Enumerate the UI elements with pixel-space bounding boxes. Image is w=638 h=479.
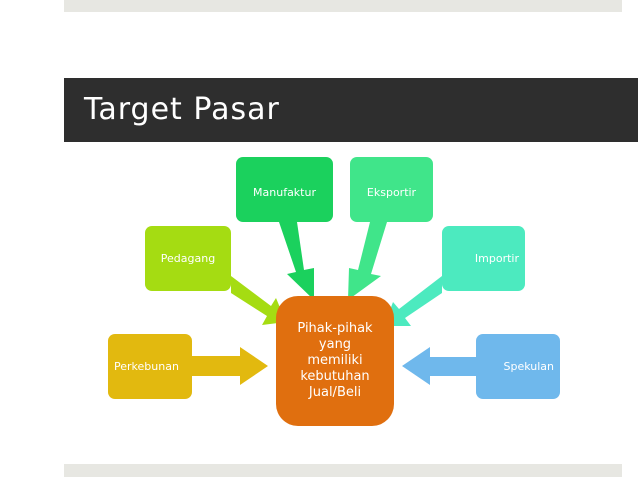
node-eksportir: Eksportir [350,157,433,222]
center-node-text: Pihak-pihak yang memiliki kebutuhan Jual… [297,321,372,401]
arrow-importir [384,276,442,326]
arrow-eksportir [348,222,387,300]
node-perkebunan: Perkebunan [108,334,192,399]
arrow-spekulan [402,347,476,385]
title-bar: Target Pasar [64,78,638,142]
bottom-decor-strip [64,464,622,477]
center-node: Pihak-pihak yang memiliki kebutuhan Jual… [276,296,394,426]
node-manufaktur-label: Manufaktur [253,186,316,199]
node-eksportir-label: Eksportir [366,186,417,199]
node-importir-label: Importir [474,252,519,265]
top-decor-strip [64,0,622,12]
center-line-1: Pihak-pihak [297,321,373,336]
center-line-5: Jual/Beli [308,385,362,400]
node-manufaktur: Manufaktur [236,157,333,222]
center-line-2: yang [318,337,352,352]
center-line-4: kebutuhan [300,369,370,384]
node-perkebunan-label: Perkebunan [114,360,179,373]
center-line-3: memiliki [307,353,363,368]
arrow-manufaktur [279,222,314,300]
arrow-perkebunan [192,347,268,385]
node-spekulan: Spekulan [476,334,560,399]
slide-title: Target Pasar [84,92,280,127]
node-importir: Importir [442,226,525,291]
node-pedagang-label: Pedagang [160,252,216,265]
node-spekulan-label: Spekulan [503,360,554,373]
arrow-pedagang [231,276,286,325]
node-pedagang: Pedagang [145,226,231,291]
